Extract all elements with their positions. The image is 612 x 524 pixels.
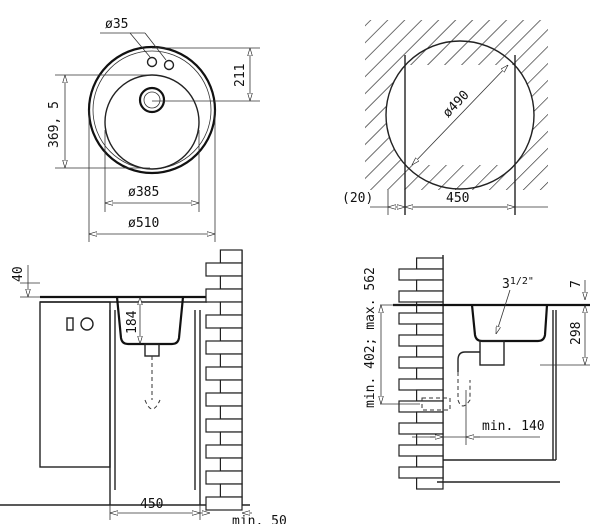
top-view: ø35 211 369, 5 ø385 ø510 [47,17,260,242]
wall-distance-label: min. 140 [482,419,545,434]
sink-bowl [470,304,549,343]
brick [398,378,444,391]
brick [205,392,243,407]
brick [398,268,444,281]
tap-hole [163,59,175,71]
siphon [144,356,161,410]
brick [398,356,444,369]
brick [219,379,243,394]
brick [219,405,243,420]
brick [219,483,243,498]
brick [205,444,243,459]
rim-label: 7 [569,280,584,288]
brick [416,455,444,468]
bowl-depth-label: 184 [125,310,140,334]
brick [219,301,243,316]
brick [416,367,444,380]
tap-hole-dia-label: ø35 [105,17,128,32]
outer-dia-label: ø510 [128,216,159,231]
wall-gap-label: min. 50 [232,514,287,524]
cutout-circle [385,40,535,190]
outlet-height-label: min. 402; max. 562 [363,267,378,408]
tap-hole [146,56,158,68]
drain-icon [138,86,166,114]
brick [416,389,444,402]
brick [416,257,444,270]
cabinet-width-label: 450 [140,497,163,512]
brick [398,312,444,325]
bowl-outline [104,74,200,170]
brick [205,366,243,381]
brick [398,466,444,479]
brick [219,327,243,342]
brick [205,418,243,433]
brick [416,345,444,358]
brick [416,477,444,490]
brick [398,444,444,457]
brick [219,249,243,264]
wall-bricks [398,257,444,490]
drain-size-label: 31/2" [502,276,534,292]
brick [219,353,243,368]
counter-thickness-label: 40 [11,266,26,282]
brick [398,334,444,347]
brick [416,301,444,314]
brick [219,275,243,290]
brick [205,496,243,511]
brick [398,422,444,435]
brick [398,400,444,413]
wall-bricks [205,249,243,511]
siphon [457,372,471,407]
cutout-width-label: 450 [446,191,469,206]
cutout-view: ø490 (20) 450 [342,20,548,215]
brick [416,279,444,292]
brick [205,262,243,277]
brick [219,431,243,446]
brick [416,433,444,446]
bowl-length-label: 369, 5 [47,101,62,148]
offset-label: (20) [342,191,373,206]
side-view-left: 40 184 450 min. 50 [0,249,287,524]
drain-offset-label: 211 [233,64,248,87]
cutout-dia-label: ø490 [440,88,473,121]
brick [398,290,444,303]
brick [205,470,243,485]
brick [416,411,444,424]
brick [205,340,243,355]
brick [416,323,444,336]
side-view-right: min. 402; max. 562 298 7 min. 140 31/2" [363,255,590,490]
depth-label: 298 [569,322,584,345]
bowl-dia-label: ø385 [128,185,159,200]
brick [205,288,243,303]
brick [205,314,243,329]
appliance [39,301,111,468]
brick [219,457,243,472]
